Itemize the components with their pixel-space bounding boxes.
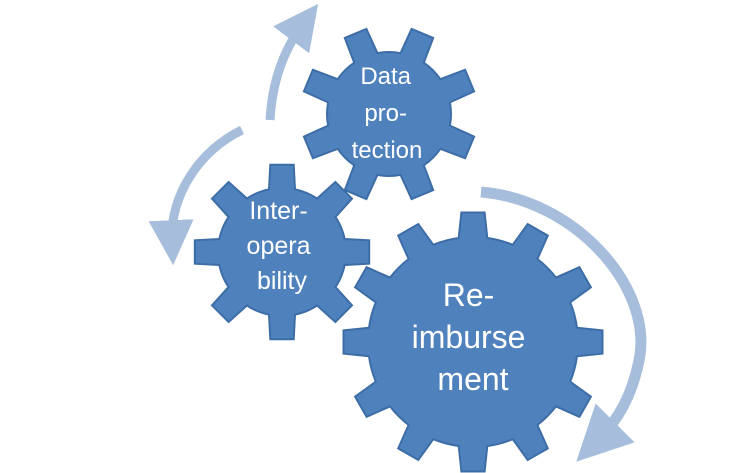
svg-text:Data pro- tection: Data pro- tection — [352, 63, 423, 164]
gear-interoperability-line-2: opera — [247, 232, 311, 260]
gear-reimbursement-line-1: Re- — [443, 277, 495, 313]
gear-reimbursement-shape — [342, 211, 604, 473]
cycle-arrow-left-bottom — [148, 125, 244, 266]
gear-data-protection-shape — [302, 27, 476, 201]
cycle-arrow-left-top — [265, 3, 319, 121]
svg-text:Re- imburse ment: Re- imburse ment — [412, 277, 535, 397]
gear-data-protection: Data pro- tection — [302, 27, 476, 201]
gear-interoperability-line-1: Inter- — [249, 197, 307, 225]
gear-reimbursement: Re- imburse ment — [342, 211, 604, 473]
gear-reimbursement-line-2: imburse — [412, 319, 526, 355]
gear-interoperability-shape — [193, 163, 371, 341]
gear-data-protection-line-2: pro- — [364, 100, 407, 127]
gear-interoperability: Inter- opera bility — [193, 163, 371, 341]
gear-interoperability-line-3: bility — [257, 267, 308, 295]
gear-reimbursement-line-3: ment — [437, 361, 508, 397]
cycle-arrow-right — [480, 186, 647, 462]
gear-data-protection-line-3: tection — [352, 137, 423, 164]
svg-text:Inter- opera bilit: Inter- opera bility — [247, 197, 318, 295]
gear-data-protection-line-1: Data — [360, 63, 411, 90]
